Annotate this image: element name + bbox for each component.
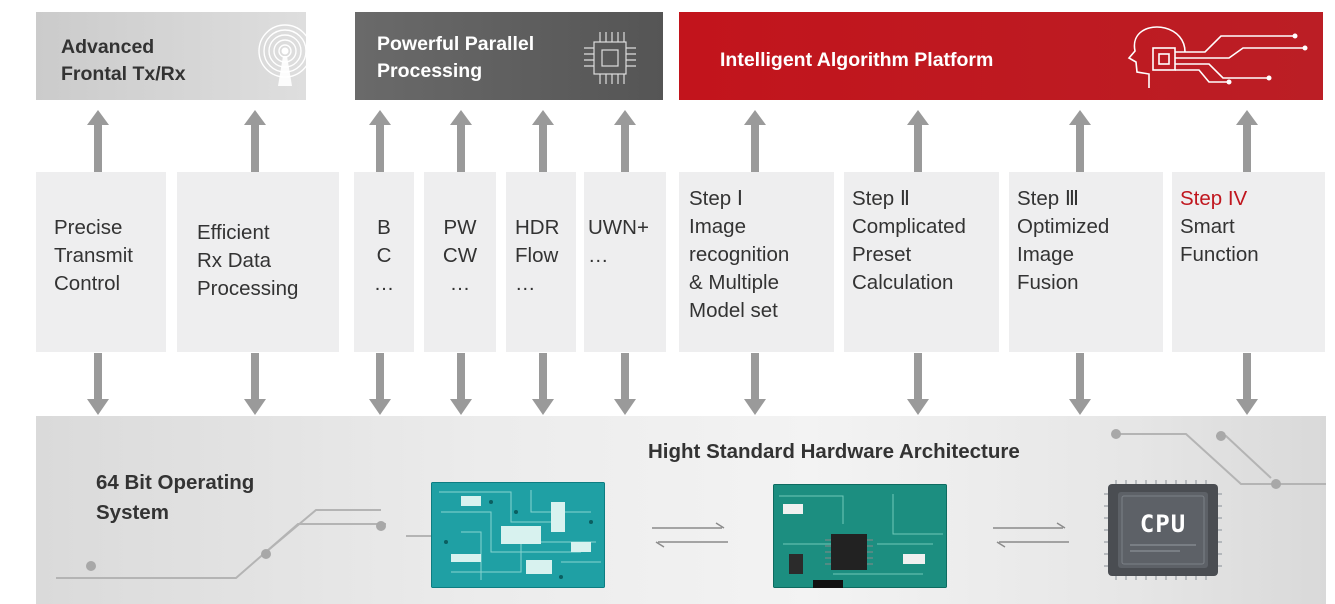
down-arrow-9 xyxy=(1069,353,1091,415)
down-arrow-1 xyxy=(87,353,109,415)
column-text-line: Rx Data xyxy=(197,249,272,272)
hardware-panel: 64 Bit Operating System Hight Standard H… xyxy=(36,416,1326,604)
header-frontal-txrx: Advanced Frontal Tx/Rx xyxy=(36,12,312,100)
down-arrow-6 xyxy=(614,353,636,415)
column-text-line: recognition xyxy=(689,243,790,266)
column-text-line: Image xyxy=(1017,243,1074,266)
down-arrow-3 xyxy=(369,353,391,415)
circuit-traces xyxy=(56,429,1326,579)
column-step-2: Step Ⅱ Complicated Preset Calculation xyxy=(844,172,999,352)
column-text-line: Fusion xyxy=(1017,271,1079,294)
column-text-line: Model set xyxy=(689,299,778,322)
column-pw-cw: PW CW … xyxy=(424,172,496,352)
header-frontal-line1: Advanced xyxy=(61,36,155,58)
column-text-line: UWN+ xyxy=(588,216,649,239)
ai-head-circuit-icon xyxy=(1127,26,1308,88)
column-text-line: Flow xyxy=(515,244,559,267)
down-arrow-4 xyxy=(450,353,472,415)
os-line1: 64 Bit Operating xyxy=(96,471,255,494)
up-arrow-7 xyxy=(744,110,766,174)
exchange-arrows-icon xyxy=(652,522,728,548)
column-uwn: UWN+ … xyxy=(584,172,666,352)
header-frontal-line2: Frontal Tx/Rx xyxy=(61,63,186,85)
column-text-line: Optimized xyxy=(1017,215,1110,238)
up-arrows xyxy=(87,110,1258,174)
column-text-line: Control xyxy=(54,272,121,295)
header-algorithm-title: Intelligent Algorithm Platform xyxy=(720,49,994,71)
header-parallel-line2: Processing xyxy=(377,60,483,82)
cpu-label: CPU xyxy=(1139,510,1187,538)
down-arrow-8 xyxy=(907,353,929,415)
cpu-chip-icon: CPU xyxy=(1104,480,1222,580)
header-parallel-processing: Powerful Parallel Processing xyxy=(355,12,663,100)
column-text-line: … xyxy=(373,272,395,295)
column-precise-transmit: Precise Transmit Control xyxy=(36,172,166,352)
column-text-line: … xyxy=(515,272,536,295)
column-text-line: C xyxy=(376,244,392,267)
column-text-line: Preset xyxy=(852,243,912,266)
column-text-line: Complicated xyxy=(852,215,966,238)
pcb-board-icon xyxy=(431,482,605,588)
up-arrow-8 xyxy=(907,110,929,174)
up-arrow-1 xyxy=(87,110,109,174)
up-arrow-9 xyxy=(1069,110,1091,174)
up-arrow-2 xyxy=(244,110,266,174)
column-step-3: Step Ⅲ Optimized Image Fusion xyxy=(1009,172,1163,352)
down-arrow-7 xyxy=(744,353,766,415)
antenna-signal-icon xyxy=(258,24,312,86)
up-arrow-3 xyxy=(369,110,391,174)
step-label-accent: Step IV xyxy=(1180,187,1248,210)
up-arrow-10 xyxy=(1236,110,1258,174)
down-arrows xyxy=(87,353,1258,415)
column-text-line: CW xyxy=(442,244,478,267)
up-arrow-4 xyxy=(450,110,472,174)
header-parallel-line1: Powerful Parallel xyxy=(377,33,535,55)
column-text-line: & Multiple xyxy=(689,271,780,294)
os-line2: System xyxy=(96,501,169,524)
column-text-line: Processing xyxy=(197,277,299,300)
column-text-line: … xyxy=(588,244,609,267)
step-label: Step Ⅱ xyxy=(852,187,910,210)
column-hdr-flow: HDR Flow … xyxy=(506,172,576,352)
column-step-4: Step IV Smart Function xyxy=(1172,172,1325,352)
column-b-c: B C … xyxy=(354,172,414,352)
architecture-title: Hight Standard Hardware Architecture xyxy=(648,440,1020,463)
column-text-line: Efficient xyxy=(197,221,270,244)
column-text-line: Image xyxy=(689,215,746,238)
pcb-board-icon xyxy=(773,484,947,588)
cpu-chip-graphic xyxy=(1104,480,1222,580)
down-arrow-5 xyxy=(532,353,554,415)
column-text-line: … xyxy=(449,272,471,295)
column-step-1: Step Ⅰ Image recognition & Multiple Mode… xyxy=(679,172,834,352)
up-arrow-5 xyxy=(532,110,554,174)
column-text-line: HDR xyxy=(515,216,560,239)
down-arrow-2 xyxy=(244,353,266,415)
step-label: Step Ⅲ xyxy=(1017,187,1080,210)
up-arrow-6 xyxy=(614,110,636,174)
os-label: 64 Bit Operating System xyxy=(96,468,254,528)
down-arrow-10 xyxy=(1236,353,1258,415)
column-text-line: B xyxy=(377,216,391,239)
column-text-line: Precise xyxy=(54,216,123,239)
step-label: Step Ⅰ xyxy=(689,187,743,210)
header-intelligent-algorithm: Intelligent Algorithm Platform xyxy=(679,12,1323,100)
processor-chip-icon xyxy=(584,32,636,84)
column-text-line: Calculation xyxy=(852,271,954,294)
column-efficient-rx: Efficient Rx Data Processing xyxy=(177,172,339,352)
column-text-line: Smart xyxy=(1180,215,1235,238)
column-text-line: Transmit xyxy=(54,244,133,267)
column-text-line: Function xyxy=(1180,243,1259,266)
exchange-arrows-icon xyxy=(993,522,1069,548)
column-text-line: PW xyxy=(443,216,477,239)
